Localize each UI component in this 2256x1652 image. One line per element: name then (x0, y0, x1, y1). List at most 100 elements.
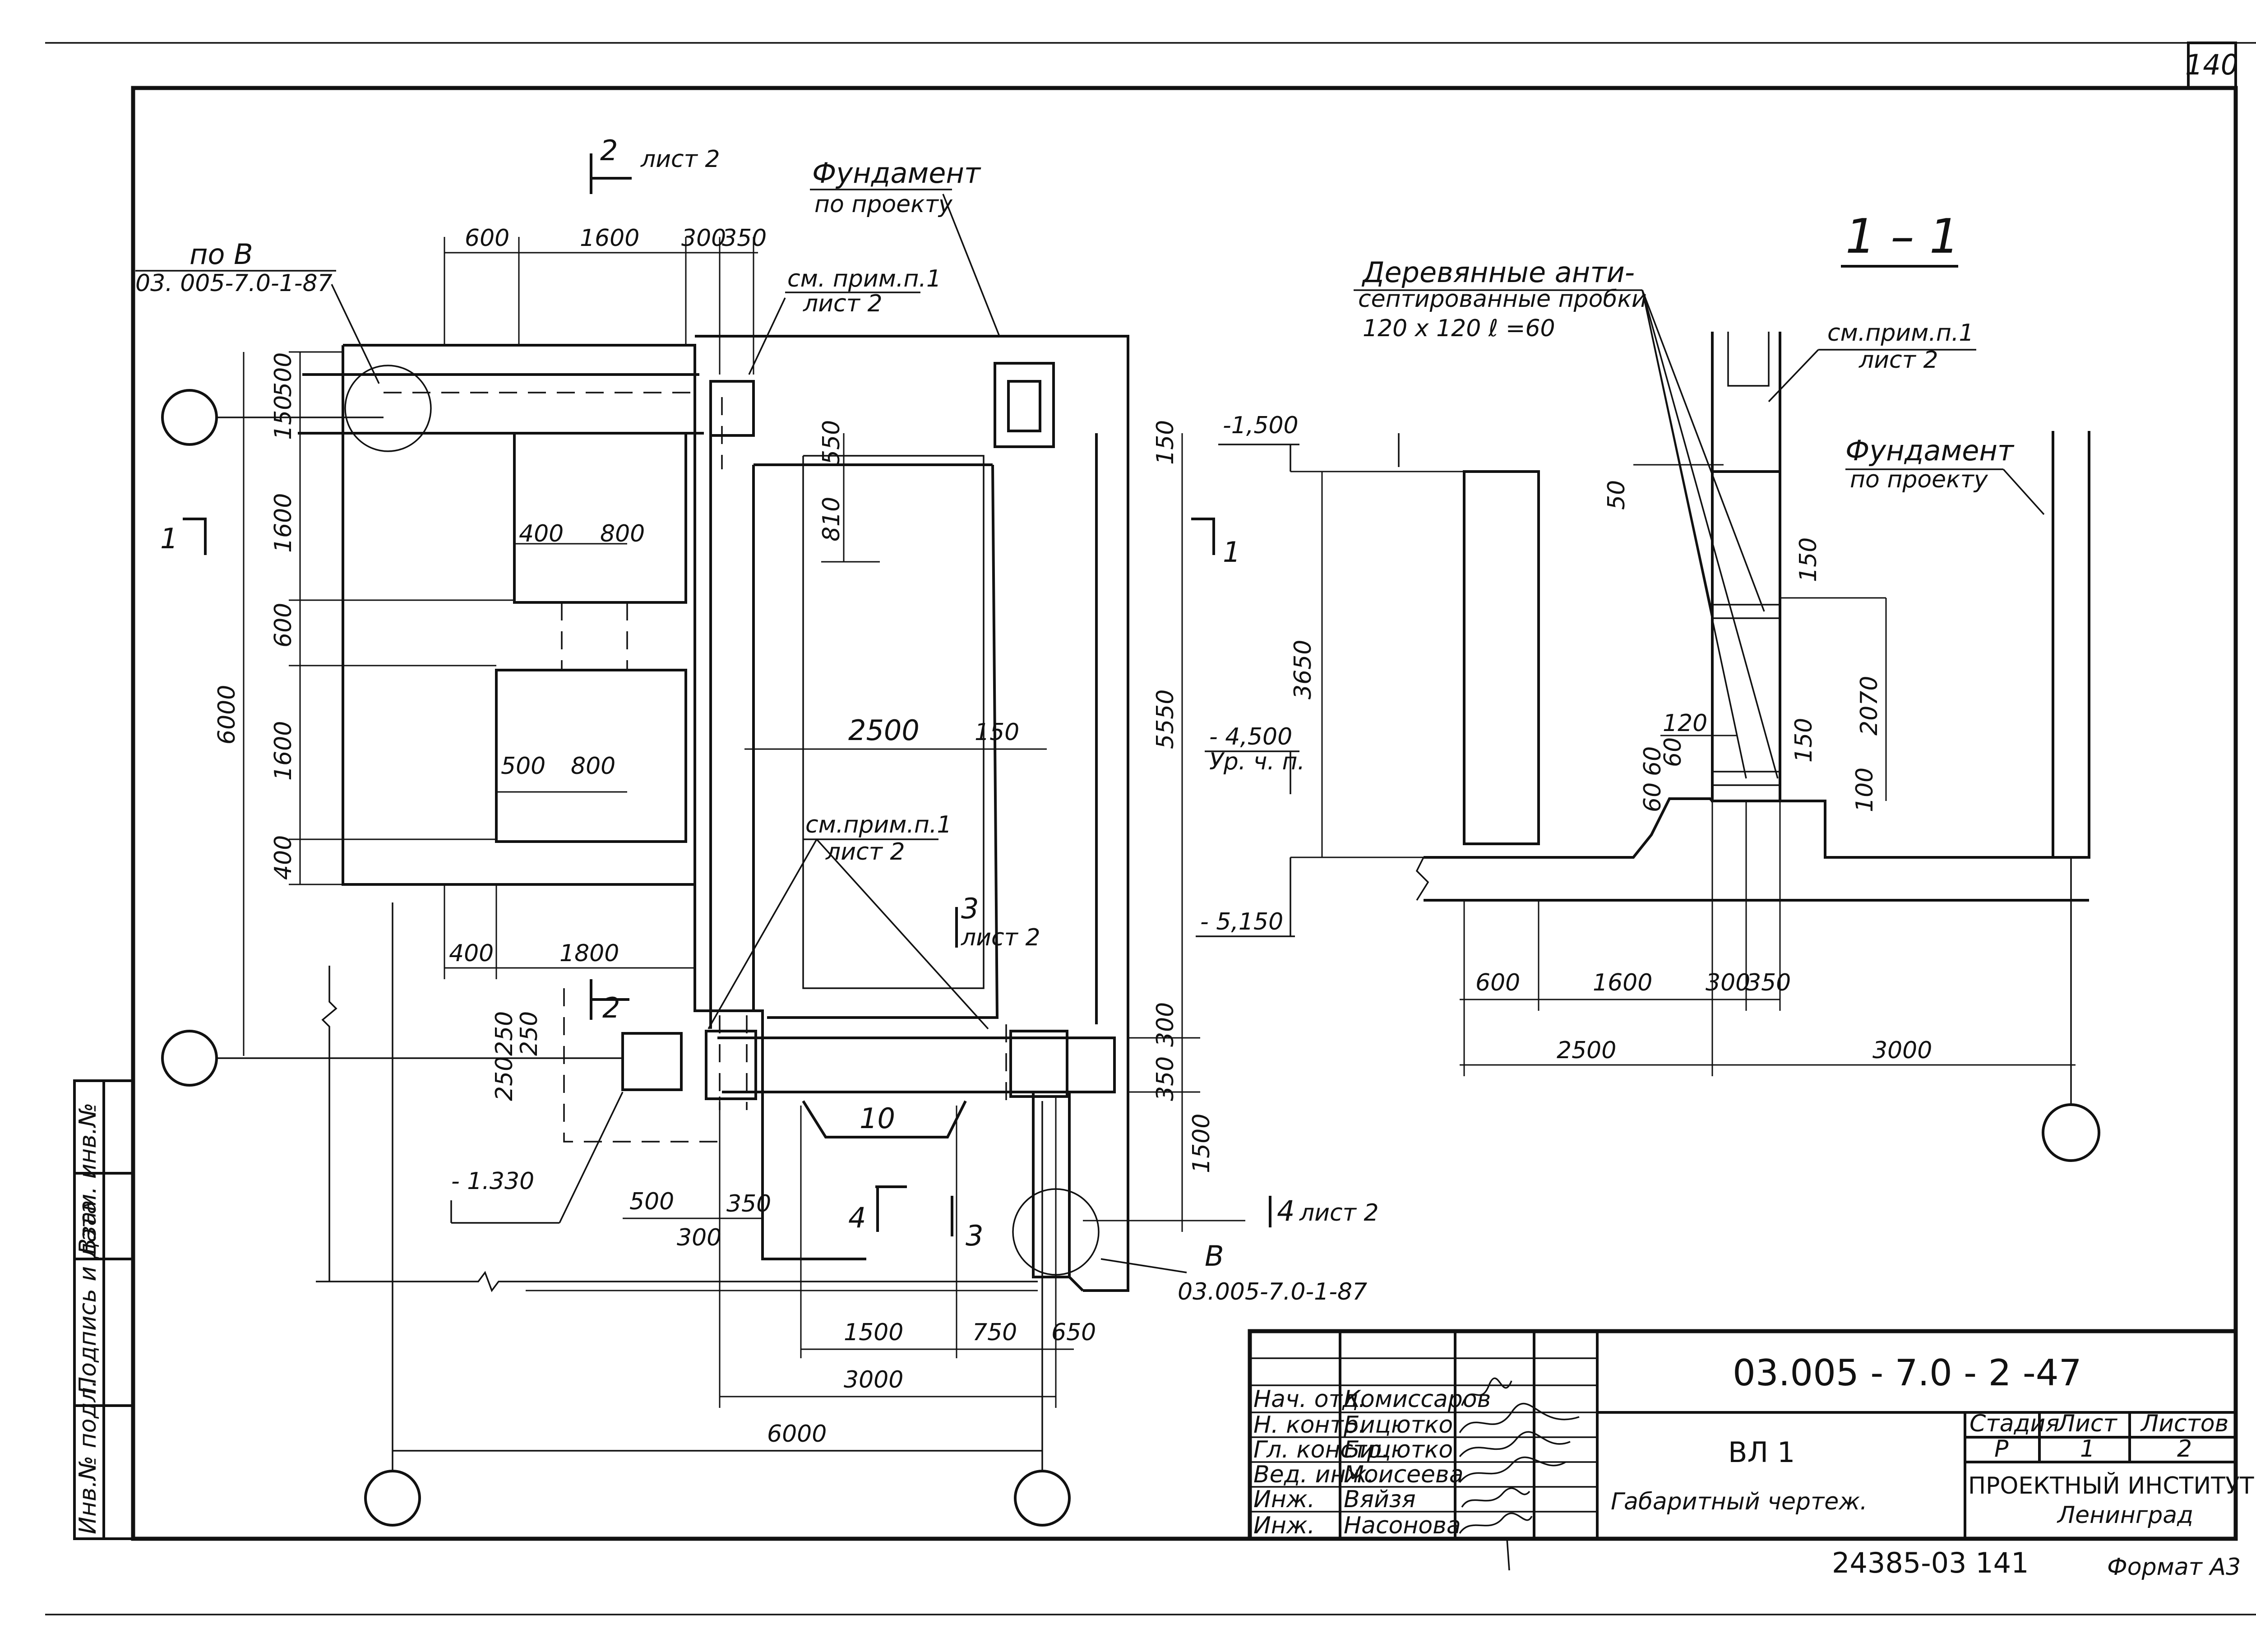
role-3: Гл. констр. (1253, 1436, 1389, 1463)
plan-texts: 2 лист 2 Фундамент по проекту по В 03. 0… (135, 134, 1379, 1448)
title-block: 03.005 - 7.0 - 2 -47 ВЛ 1 Габаритный чер… (1248, 1329, 2256, 1571)
svg-text:350: 350 (726, 1190, 771, 1217)
section-1-1: 1 – 1 Деревянные анти- септированные про… (1196, 209, 2100, 1162)
svg-text:60: 60 (1660, 737, 1687, 767)
opening-small (621, 1032, 683, 1091)
svg-text:810: 810 (818, 497, 845, 541)
node-b-top-ref: 03. 005-7.0-1-87 (135, 270, 333, 297)
format-label: Формат А3 (2107, 1554, 2241, 1581)
svg-text:120: 120 (1663, 710, 1707, 737)
name-3: Бицютко (1344, 1436, 1453, 1463)
side-strip: Инв.№ подл. Подпись и дата Взам. инв.№ (73, 1079, 134, 1540)
svg-text:500: 500 (629, 1188, 674, 1215)
sec2-top-num: 2 (600, 134, 618, 167)
svg-text:1: 1 (160, 522, 178, 555)
svg-text:10: 10 (860, 1102, 895, 1135)
svg-text:350: 350 (722, 225, 767, 252)
axis-circle-b2 (1014, 1470, 1071, 1527)
foundation-label: Фундамент (812, 157, 981, 190)
svg-text:1600: 1600 (1593, 969, 1652, 996)
svg-text:150: 150 (270, 395, 297, 440)
svg-text:1600: 1600 (270, 721, 297, 781)
signatures (1459, 1377, 1580, 1571)
svg-text:6000: 6000 (767, 1421, 827, 1448)
label-podpis: Подпись и дата (74, 1200, 102, 1394)
sec-see-note: см.прим.п.1 (1827, 319, 1974, 347)
sheet-value: 1 (2080, 1435, 2095, 1462)
svg-text:300: 300 (677, 1224, 721, 1251)
foundation-sub: по проекту (814, 191, 953, 218)
svg-text:60: 60 (1639, 782, 1666, 812)
node-b-top (344, 365, 432, 452)
svg-text:3650: 3650 (1290, 640, 1317, 699)
opening-lower (495, 669, 687, 843)
svg-text:4: 4 (1277, 1194, 1294, 1227)
svg-text:6000: 6000 (213, 685, 240, 745)
svg-text:250: 250 (516, 1011, 543, 1056)
sec-foundation: Фундамент (1845, 434, 2015, 467)
svg-text:250: 250 (491, 1056, 518, 1101)
name-4: Моисеева (1344, 1461, 1464, 1488)
svg-text:350: 350 (1152, 1056, 1179, 1101)
leader-see-note (816, 838, 989, 1030)
role-2: Н. контр. (1253, 1411, 1366, 1439)
see-note-mid: см.прим.п.1 (805, 811, 952, 838)
plugs-label-1: Деревянные анти- (1361, 256, 1635, 289)
svg-text:600: 600 (270, 603, 297, 648)
svg-text:400: 400 (270, 835, 297, 880)
svg-text:100: 100 (1851, 768, 1878, 812)
svg-text:650: 650 (1051, 1319, 1096, 1346)
role-6: Инж. (1253, 1512, 1315, 1539)
node-b-bottom-ref: 03.005-7.0-1-87 (1178, 1278, 1367, 1305)
svg-text:2: 2 (602, 991, 620, 1024)
svg-text:150: 150 (1152, 420, 1179, 465)
svg-text:3: 3 (961, 892, 979, 925)
axis-circle-b1 (364, 1470, 421, 1527)
svg-text:550: 550 (818, 420, 845, 465)
column-box-bottom-left (705, 1030, 757, 1100)
svg-text:600: 600 (1475, 969, 1520, 996)
svg-text:1500: 1500 (1188, 1114, 1215, 1173)
sheet-header: Лист (2057, 1410, 2117, 1437)
column-box-top-right (994, 362, 1055, 448)
svg-text:150: 150 (1790, 718, 1817, 763)
svg-text:5550: 5550 (1152, 689, 1179, 749)
see-note-top: см. прим.п.1 (787, 265, 941, 292)
stage-value: Р (1994, 1435, 2009, 1462)
svg-text:3000: 3000 (844, 1366, 903, 1393)
svg-text:500: 500 (270, 352, 297, 397)
svg-text:400: 400 (519, 520, 564, 547)
svg-text:600: 600 (465, 225, 509, 252)
node-b-top-label: по В (190, 238, 253, 271)
stage-header: Стадия (1969, 1410, 2060, 1437)
axis-circle-a2 (161, 1030, 218, 1087)
opening-upper (513, 432, 687, 604)
object-name: ВЛ 1 (1728, 1436, 1795, 1469)
svg-text:1600: 1600 (580, 225, 639, 252)
axis-circle-a1 (161, 389, 218, 446)
sheets-header: Листов (2140, 1410, 2228, 1437)
svg-text:800: 800 (600, 520, 645, 547)
name-2: Бицютко (1344, 1411, 1453, 1439)
column-box-top-left (709, 380, 755, 437)
svg-text:50: 50 (1603, 480, 1630, 510)
sec2-top-ref: лист 2 (640, 146, 720, 173)
plan-outer-contour (343, 344, 866, 1260)
svg-text:300: 300 (1152, 1002, 1179, 1047)
role-4: Вед. инж. (1253, 1461, 1374, 1488)
section-wall-left (1463, 470, 1540, 845)
level-1500: -1,500 (1223, 412, 1299, 439)
svg-text:2500: 2500 (848, 714, 920, 747)
sec-foundation-sub: по проекту (1850, 466, 1988, 493)
svg-text:500: 500 (501, 753, 546, 780)
section-title: 1 – 1 (1845, 209, 1960, 264)
sec-see-note-sub: лист 2 (1858, 347, 1938, 374)
org-name: ПРОЕКТНЫЙ ИНСТИТУТ №1 (1968, 1472, 2256, 1499)
level-5150: - 5,150 (1200, 908, 1283, 935)
org-city: Ленинград (2057, 1502, 2193, 1529)
svg-text:300: 300 (1706, 969, 1750, 996)
see-note-mid-sub: лист 2 (825, 838, 905, 865)
name-6: Насонова (1344, 1512, 1461, 1539)
svg-text:60: 60 (1639, 746, 1666, 776)
foundation-plan (161, 153, 1271, 1527)
